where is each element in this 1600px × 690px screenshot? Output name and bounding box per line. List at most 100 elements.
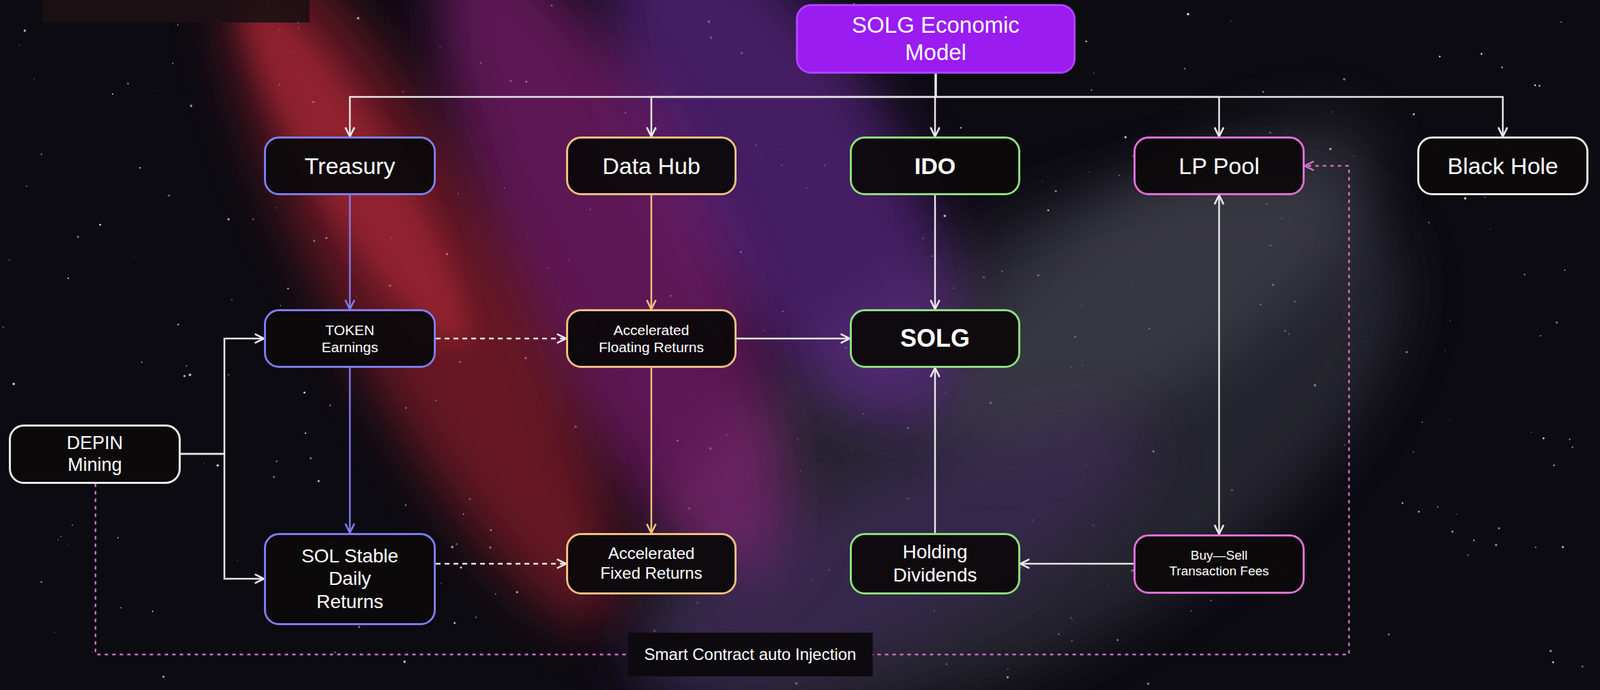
star: [127, 82, 129, 84]
star: [167, 194, 170, 197]
star: [459, 566, 462, 569]
star: [12, 382, 16, 386]
star: [1552, 660, 1555, 663]
star: [236, 559, 238, 560]
star: [455, 542, 458, 545]
star: [453, 621, 456, 624]
star: [1147, 682, 1150, 685]
star: [19, 45, 20, 46]
process-box: Data Hub: [566, 136, 737, 196]
star: [405, 504, 407, 506]
star: [1331, 111, 1334, 113]
star: [117, 536, 119, 539]
star: [2, 326, 4, 328]
process-box: Accelerated Fixed Returns: [566, 532, 737, 595]
star: [1412, 450, 1414, 453]
star: [1401, 501, 1403, 504]
connector: [736, 337, 850, 340]
star: [334, 650, 337, 653]
star: [1449, 319, 1451, 321]
box-label: Treasury: [304, 152, 396, 181]
star: [1552, 464, 1555, 466]
star: [1342, 77, 1346, 81]
box-label: Accelerated Floating Returns: [589, 321, 713, 356]
star: [1085, 40, 1088, 43]
connector: [349, 73, 936, 137]
star: [450, 545, 454, 549]
star: [141, 361, 143, 363]
star: [1055, 189, 1058, 192]
box-label: SOLG: [900, 323, 970, 353]
star: [1490, 228, 1491, 230]
star: [1116, 638, 1119, 641]
star: [1405, 350, 1408, 353]
star: [227, 218, 230, 221]
process-box: IDO: [849, 136, 1021, 196]
star: [1531, 431, 1532, 433]
star: [227, 373, 230, 376]
star: [356, 17, 360, 20]
star: [216, 463, 219, 467]
star: [959, 126, 962, 129]
star: [1560, 21, 1562, 23]
star: [1244, 128, 1246, 129]
connector: [650, 367, 653, 533]
star: [77, 235, 80, 238]
box-label: SOL Stable Daily Returns: [298, 544, 402, 614]
star: [71, 524, 73, 526]
star: [162, 675, 165, 678]
connector: [95, 165, 1350, 655]
process-box: Treasury: [263, 136, 436, 196]
star: [1555, 321, 1558, 324]
star: [1494, 543, 1498, 547]
star: [152, 610, 154, 612]
star: [1464, 197, 1468, 200]
star: [23, 29, 27, 33]
box-label: SOLG Economic Model: [847, 11, 1025, 66]
star: [54, 631, 56, 633]
star: [98, 223, 101, 226]
star: [403, 660, 406, 663]
box-label: Black Hole: [1447, 152, 1559, 181]
star: [120, 606, 122, 609]
star: [329, 404, 331, 406]
token-box: SOLG: [849, 308, 1021, 368]
process-box: Buy—Sell Transaction Fees: [1133, 534, 1305, 594]
connector: [435, 337, 567, 340]
box-label: TOKEN Earnings: [295, 321, 405, 356]
star: [139, 167, 141, 169]
star: [188, 373, 192, 376]
connector: [934, 195, 937, 309]
star: [67, 544, 69, 545]
box-label: Holding Dividends: [883, 540, 987, 586]
star: [183, 374, 187, 378]
process-box: Black Hole: [1417, 136, 1589, 196]
star: [317, 479, 320, 482]
star: [185, 364, 187, 367]
star: [92, 651, 93, 653]
star: [93, 605, 95, 607]
star: [231, 298, 233, 301]
star: [475, 615, 477, 618]
star: [1542, 437, 1545, 440]
box-label: Accelerated Fixed Returns: [593, 543, 710, 584]
star: [34, 78, 35, 80]
connector: [180, 338, 264, 454]
connector: [349, 367, 352, 533]
corner-panel: [42, 0, 310, 23]
star: [1549, 649, 1553, 653]
star: [1497, 526, 1500, 529]
star: [1090, 89, 1093, 92]
star: [440, 582, 442, 584]
star: [1230, 20, 1232, 22]
star: [1523, 273, 1526, 276]
star: [287, 287, 289, 290]
star: [1413, 113, 1416, 116]
star: [495, 592, 497, 595]
star: [1473, 539, 1475, 541]
connector: [935, 73, 1220, 137]
process-box: Accelerated Floating Returns: [566, 308, 737, 368]
star: [189, 104, 193, 108]
